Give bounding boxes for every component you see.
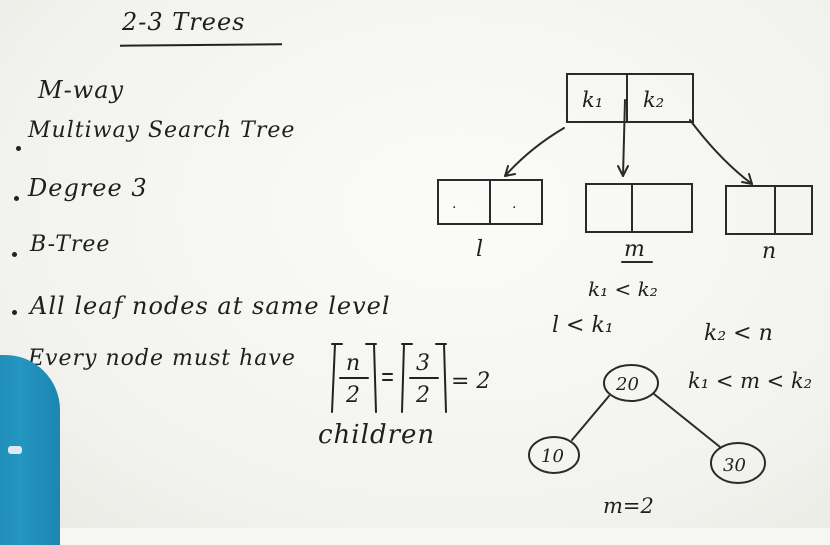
line-m-way: M-way bbox=[38, 76, 125, 104]
line-every-node: Every node must have bbox=[28, 346, 296, 371]
formula-den: 2 bbox=[415, 383, 430, 408]
formula-n: n bbox=[346, 351, 360, 376]
line-multiway: Multiway Search Tree bbox=[28, 118, 296, 143]
arrow-m bbox=[622, 99, 626, 177]
node-20-label: 20 bbox=[615, 374, 639, 395]
ceil-left-1 bbox=[331, 343, 343, 413]
whiteboard bbox=[0, 0, 830, 528]
node-30 bbox=[710, 442, 766, 484]
root-node bbox=[566, 73, 694, 123]
label-m: m bbox=[624, 237, 645, 262]
key-k2: k₂ bbox=[643, 88, 664, 112]
title: 2-3 Trees bbox=[122, 8, 246, 36]
formula-two: 2 bbox=[345, 383, 360, 408]
line-degree: Degree 3 bbox=[28, 174, 148, 202]
bullet-3 bbox=[12, 252, 17, 257]
tree-diagram: k₁ k₂ . . l m n k₁ < k₂ l < k₁ k₂ < n k₁… bbox=[437, 73, 813, 518]
arrow-n bbox=[689, 119, 753, 185]
child-node-n bbox=[725, 185, 813, 235]
formula-three: 3 bbox=[416, 351, 430, 376]
shirt-logo-icon bbox=[8, 446, 22, 454]
label-l: l bbox=[476, 237, 483, 262]
ceil-right-1 bbox=[365, 343, 377, 413]
child-node-m bbox=[585, 183, 693, 233]
dot-left: . bbox=[452, 196, 456, 212]
ceil-right-2 bbox=[435, 343, 447, 413]
formula-result: = 2 bbox=[451, 369, 490, 394]
line-leaf-nodes: All leaf nodes at same level bbox=[30, 292, 391, 320]
label-n: n bbox=[762, 239, 776, 264]
cond-k2-n: k₂ < n bbox=[704, 321, 773, 346]
node-10-label: 10 bbox=[541, 446, 564, 467]
dot-right: . bbox=[512, 196, 516, 212]
example-note: m=2 bbox=[603, 494, 654, 518]
line-btree: B-Tree bbox=[30, 232, 111, 257]
cond-k1-k2: k₁ < k₂ bbox=[588, 277, 658, 301]
bullet-1 bbox=[16, 146, 21, 151]
ceil-left-2 bbox=[401, 343, 413, 413]
key-k1: k₁ bbox=[582, 88, 603, 112]
formula-svg: n 2 3 2 = 2 bbox=[331, 343, 490, 413]
line-children: children bbox=[318, 420, 436, 450]
arrow-l bbox=[504, 127, 565, 177]
cond-k1-m-k2: k₁ < m < k₂ bbox=[688, 369, 812, 393]
node-10 bbox=[528, 436, 580, 474]
bullet-4 bbox=[12, 310, 17, 315]
cond-l-k1: l < k₁ bbox=[552, 313, 614, 338]
node-20 bbox=[603, 364, 659, 402]
bullet-2 bbox=[14, 196, 19, 201]
node-30-label: 30 bbox=[723, 455, 746, 476]
